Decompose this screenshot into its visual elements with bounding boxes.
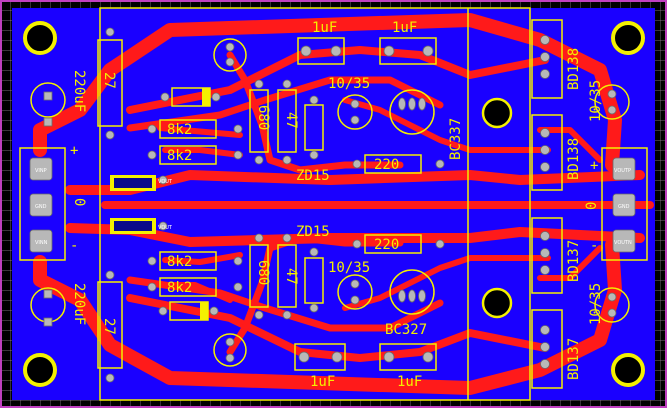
bd138-top-body	[531, 19, 563, 99]
res-27-bottom	[97, 281, 123, 369]
zener-top-body	[304, 104, 324, 151]
label-minus-left: -	[70, 238, 78, 254]
cap-1uf-bottom-left	[294, 343, 346, 371]
label-220-top: 220	[374, 157, 399, 173]
mounting-holes	[23, 21, 645, 387]
mounting-hole-bottom-right	[611, 353, 645, 387]
label-8k2-3: 8k2	[167, 254, 192, 270]
label-10-35-right-bottom: 10/35	[588, 283, 604, 325]
label-bd137-mid: BD137	[566, 240, 582, 282]
mounting-hole-top-left	[23, 21, 57, 55]
res-8k2-3	[159, 251, 217, 271]
label-bd138-mid: BD138	[566, 138, 582, 180]
res-8k2-4	[159, 277, 217, 297]
label-bd137-bottom: BD137	[566, 338, 582, 380]
bd137-mid-body	[531, 217, 563, 294]
pad-label-vout-top: VOUT	[158, 179, 173, 185]
label-220-bottom: 220	[374, 237, 399, 253]
bd137-bottom-body	[531, 309, 563, 389]
res-27-top	[97, 39, 123, 127]
label-bc337: BC337	[448, 118, 464, 160]
label-bc327: BC327	[385, 322, 427, 338]
pad-gnd-right	[612, 193, 636, 217]
label-minus-right: -	[590, 238, 598, 254]
label-1uf-bottom-left: 1uF	[310, 374, 335, 390]
res-8k2-1	[159, 119, 217, 139]
silkscreen	[19, 7, 648, 401]
heatsink-hole-top	[481, 97, 513, 129]
bc337-body	[389, 89, 435, 135]
mounting-hole-top-right	[611, 21, 645, 55]
pad-label-vout-bottom: VOUT	[158, 225, 173, 231]
elcap-10-35-right-bottom	[594, 287, 630, 323]
pad-label-vinn: VINN	[35, 240, 48, 246]
elcap-10-35-right-top	[594, 84, 630, 120]
label-8k2-4: 8k2	[167, 280, 192, 296]
mounting-hole-bottom-left	[23, 353, 57, 387]
label-47-bottom: 47	[283, 268, 299, 285]
res-220-top	[364, 154, 422, 174]
label-plus-right: +	[590, 158, 598, 174]
cap-1uf-top-left	[297, 37, 345, 65]
res-680-bottom	[249, 244, 269, 308]
res-680-top	[249, 89, 269, 153]
pads	[29, 27, 636, 383]
cap-1uf-bottom-right	[379, 343, 437, 371]
output-terminal-block	[601, 147, 648, 261]
label-10-35-mid-bottom: 10/35	[328, 260, 370, 276]
label-47-top: 47	[283, 112, 299, 129]
component-labels: 1uF 1uF 1uF 1uF 10/35 10/35 8k2 8k2 8k2 …	[70, 20, 604, 390]
heatsink-hole-bottom	[481, 287, 513, 319]
label-10-35-right-top: 10/35	[588, 80, 604, 122]
label-zd15-bottom: ZD15	[296, 224, 330, 240]
bc327-body	[389, 269, 435, 315]
zener-bottom-body	[304, 257, 324, 304]
label-1uf-top-left: 1uF	[312, 20, 337, 36]
label-1uf-top-right: 1uF	[392, 20, 417, 36]
pad-label-voutp: VOUTP	[614, 168, 631, 174]
elcap-bottom-left	[213, 333, 247, 367]
bd138-mid-body	[531, 114, 563, 191]
pad-voutn	[612, 229, 636, 253]
label-220uf-top: 220uF	[71, 70, 87, 112]
diode-blocks	[110, 88, 210, 320]
label-8k2-1: 8k2	[167, 122, 192, 138]
label-27-bottom: 27	[101, 318, 117, 335]
label-220uf-bottom: 220uF	[71, 283, 87, 325]
pad-gnd-left	[29, 193, 53, 217]
res-220-bottom	[364, 234, 422, 254]
res-47-bottom	[277, 244, 297, 308]
res-47-top	[277, 89, 297, 153]
pad-label-gnd-left: GND	[35, 204, 47, 210]
label-10-35-mid-top: 10/35	[328, 76, 370, 92]
pad-label-voutn: VOUTN	[614, 240, 632, 246]
elcap-10-35-mid-top	[337, 94, 373, 130]
label-bd138-top: BD138	[566, 48, 582, 90]
board-outline-inner	[99, 7, 531, 401]
label-zd15-top: ZD15	[296, 168, 330, 184]
label-27-top: 27	[101, 72, 117, 89]
label-8k2-2: 8k2	[167, 148, 192, 164]
label-680-bottom: 680	[255, 260, 271, 285]
pad-vinp	[29, 157, 53, 181]
cap-1uf-top-right	[379, 37, 437, 65]
pad-voutp	[612, 157, 636, 181]
label-zero-right: 0	[584, 202, 600, 210]
elcap-10-35-mid-bottom	[337, 274, 373, 310]
elcap-top-left	[213, 38, 247, 72]
pad-label-vinp: VINP	[35, 168, 47, 174]
input-terminal-block	[19, 147, 66, 261]
res-8k2-2	[159, 145, 217, 165]
elcap-220uf-top	[30, 82, 66, 118]
label-plus-left: +	[70, 143, 78, 159]
pad-labels: VINP GND VINN VOUTP GND VOUTN VOUT VOUT	[35, 168, 632, 246]
pad-vinn	[29, 229, 53, 253]
label-1uf-bottom-right: 1uF	[397, 374, 422, 390]
pad-label-gnd-right: GND	[618, 204, 630, 210]
label-zero-left: 0	[71, 198, 87, 206]
label-680-top: 680	[255, 105, 271, 130]
